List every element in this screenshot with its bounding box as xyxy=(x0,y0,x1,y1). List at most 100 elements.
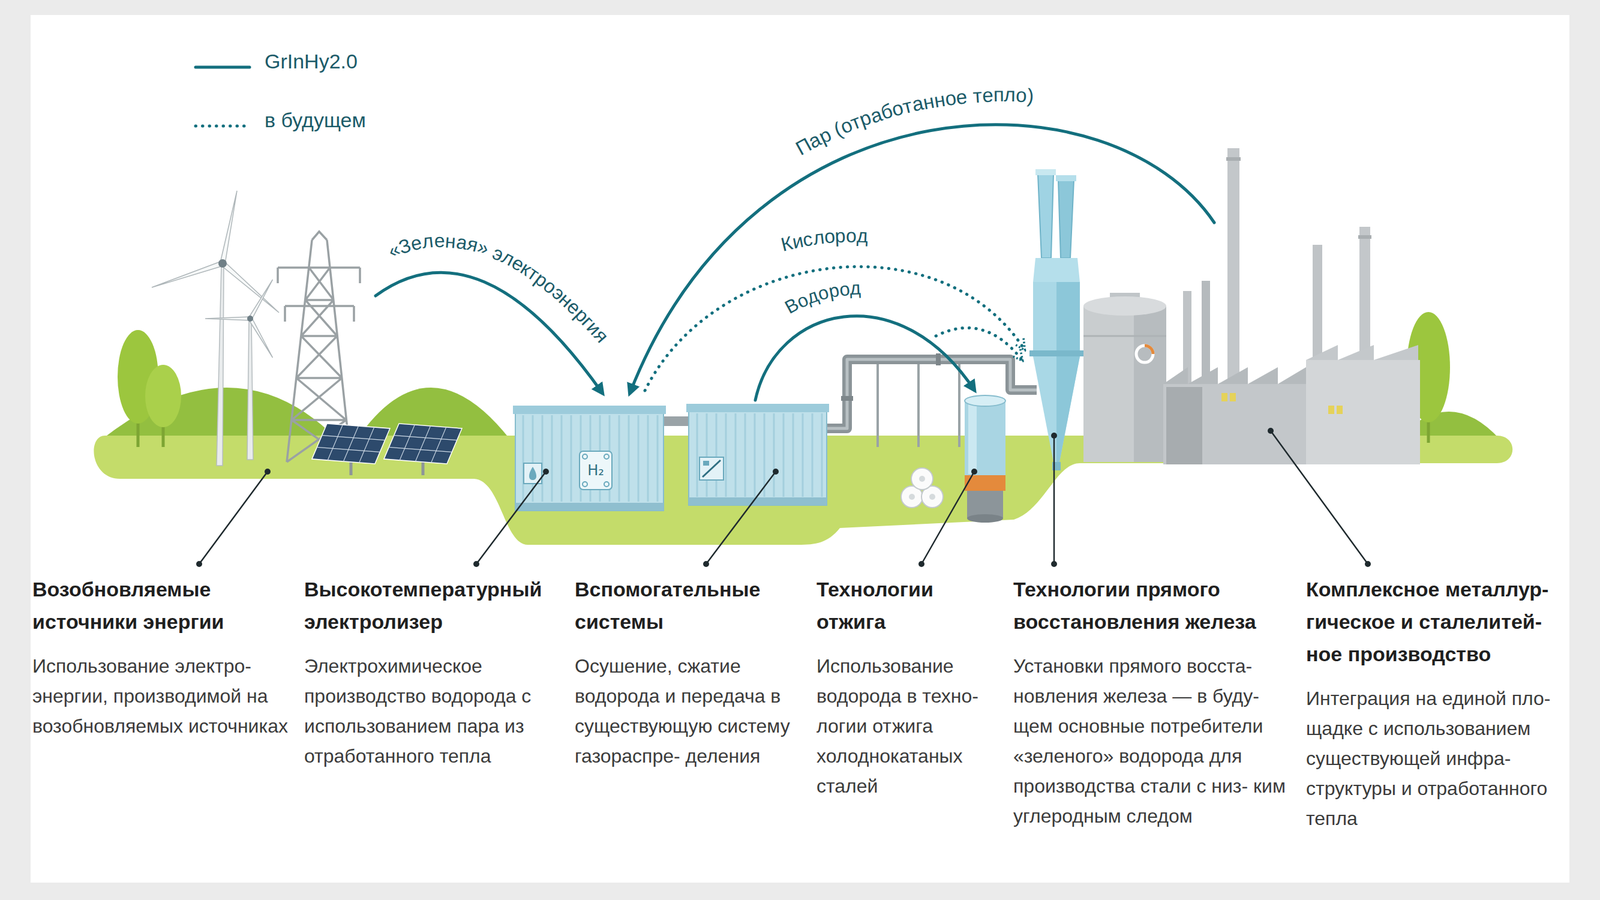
direct-reduction-tower xyxy=(1056,281,1080,354)
steel-coils xyxy=(911,467,933,490)
auxiliary-container xyxy=(699,457,724,480)
label-glyph: е xyxy=(955,86,969,108)
wind-turbine xyxy=(248,279,273,320)
auxiliary-container xyxy=(697,413,822,497)
leader-line xyxy=(196,427,1371,567)
direct-reduction-tower xyxy=(1033,356,1080,462)
steel-plant xyxy=(1229,392,1236,402)
flow-label: Пар (отработанное тепло) xyxy=(782,77,1054,177)
label-glyph: т xyxy=(971,85,983,106)
pipeline xyxy=(935,353,941,366)
direct-reduction-tower xyxy=(1058,179,1074,258)
electrolyzer-container xyxy=(515,502,664,511)
leader-line xyxy=(1364,560,1371,567)
annealing-furnace xyxy=(964,400,1006,476)
label-glyph: о xyxy=(1015,85,1028,106)
steel-coils xyxy=(901,467,944,508)
electrolyzer-container xyxy=(512,405,666,414)
gas-tank xyxy=(1083,335,1167,338)
wind-turbine xyxy=(247,315,254,322)
column-body: Интеграция на единой пло- щадке с исполь… xyxy=(1306,683,1559,834)
legend-swatch xyxy=(193,46,252,76)
leader-line xyxy=(1051,432,1058,439)
leader-line xyxy=(196,560,203,567)
annealing-furnace xyxy=(964,395,1006,407)
flow-arrow xyxy=(375,124,1215,401)
label-glyph: д xyxy=(856,226,869,246)
wind-turbine xyxy=(220,261,279,313)
caption-column: Комплексное металлур- гическое и сталели… xyxy=(1306,572,1559,834)
caption-column: Вспомогательные системыОсушение, сжатие … xyxy=(574,572,803,771)
flow-arrow xyxy=(375,272,603,393)
solar-panel xyxy=(383,423,462,464)
caption-column: Технологии прямого восстановления железа… xyxy=(1013,572,1296,831)
annealing-furnace xyxy=(964,395,1006,523)
wind-turbine xyxy=(247,319,254,460)
leader-line xyxy=(264,468,271,475)
label-glyph: е xyxy=(433,230,445,251)
pipeline xyxy=(877,364,960,447)
leader-line xyxy=(918,560,925,567)
flow-arrow xyxy=(755,316,975,401)
steel-plant xyxy=(1306,359,1421,465)
steel-plant xyxy=(1227,148,1240,389)
annealing-furnace xyxy=(968,403,977,474)
electrolyzer-container xyxy=(604,481,609,487)
flow-arrow xyxy=(644,266,1024,391)
column-body: Использование водорода в техно- логии от… xyxy=(816,650,1003,801)
leader-line xyxy=(1267,427,1274,434)
electrolyzer-container xyxy=(529,466,537,480)
solar-panel xyxy=(311,423,462,476)
flow-arrow xyxy=(629,124,1215,393)
legend-swatch xyxy=(193,105,252,135)
label-glyph: д xyxy=(849,278,861,299)
gas-tank xyxy=(1133,305,1167,462)
leader-line xyxy=(542,468,549,475)
label-glyph: о xyxy=(838,278,851,299)
direct-reduction-tower xyxy=(1029,169,1084,471)
column-heading: Вспомогательные системы xyxy=(574,572,803,638)
wind-turbine xyxy=(220,190,237,264)
label-glyph: е xyxy=(981,84,994,105)
label-glyph: р xyxy=(834,226,846,246)
annealing-furnace xyxy=(967,514,1004,523)
legend-text: GrInHy2.0 xyxy=(264,49,358,74)
wind-turbine xyxy=(151,190,279,466)
direct-reduction-tower xyxy=(1029,350,1084,357)
leader-line xyxy=(1051,560,1058,567)
leader-line xyxy=(971,468,978,475)
legend-line-sample xyxy=(195,124,250,128)
leader-line xyxy=(703,560,710,567)
gas-tank xyxy=(1136,345,1154,363)
auxiliary-container xyxy=(688,406,827,506)
leader-line xyxy=(199,430,1368,564)
steel-plant xyxy=(1306,344,1419,360)
auxiliary-container xyxy=(688,497,827,506)
direct-reduction-tower xyxy=(1037,173,1054,258)
electrolyzer-container xyxy=(515,407,664,511)
caption-column: Высокотемпературный электролизерЭлектрох… xyxy=(304,572,563,771)
column-heading: Высокотемпературный электролизер xyxy=(304,572,563,638)
gas-tank xyxy=(1144,345,1154,354)
steel-plant xyxy=(1163,148,1421,465)
auxiliary-container xyxy=(686,403,830,506)
gas-tank xyxy=(1083,292,1167,462)
auxiliary-container xyxy=(703,460,710,466)
label-glyph: п xyxy=(992,84,1004,105)
direct-reduction-tower xyxy=(1056,356,1080,462)
solar-panel xyxy=(311,423,390,464)
steel-plant xyxy=(1221,392,1228,402)
label-glyph: ) xyxy=(1026,85,1035,107)
wind-turbine xyxy=(248,317,273,359)
label-glyph: л xyxy=(421,230,435,252)
legend-text: в будущем xyxy=(264,108,366,132)
electrolyzer-container xyxy=(512,405,666,511)
flow-label: Водород xyxy=(772,272,878,334)
steel-plant xyxy=(1226,157,1241,161)
wind-turbine xyxy=(151,260,224,288)
electrolyzer-container xyxy=(582,454,588,459)
solar-panel xyxy=(383,423,462,464)
column-body: Осушение, сжатие водорода и передача в с… xyxy=(574,650,803,771)
legend-line-sample xyxy=(195,65,250,69)
